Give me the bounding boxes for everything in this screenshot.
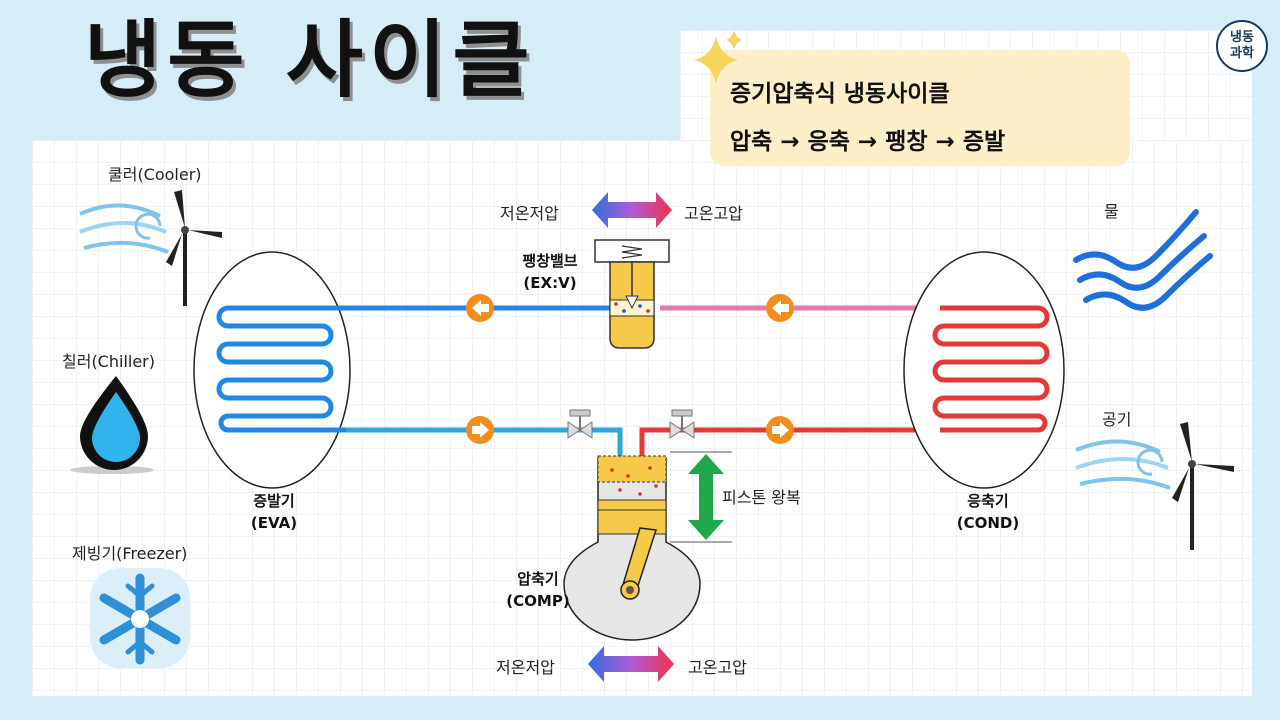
summary-note: 증기압축식 냉동사이클 압축 → 응축 → 팽창 → 증발: [710, 50, 1130, 166]
compressor-abbr: (COMP): [506, 592, 570, 610]
condenser-label: 응축기 (COND): [938, 490, 1038, 534]
pipe-evaporator-to-compressor: [346, 427, 623, 460]
water-waves-icon: [1073, 209, 1213, 311]
condenser-abbr: (COND): [956, 514, 1020, 532]
note-line-1: 증기압축식 냉동사이클: [730, 81, 950, 107]
page-title: 냉동 사이클: [84, 11, 536, 109]
cooler-fan-icon: [79, 190, 222, 306]
water-label: 물: [1104, 202, 1119, 221]
air-fan-icon: [1075, 422, 1234, 550]
evaporator-name: 증발기: [253, 492, 295, 510]
badge-line-2: 과학: [1230, 46, 1254, 61]
flow-arrow-right-2: [766, 416, 794, 444]
piston-stroke-arrow: [670, 451, 732, 543]
sparkle-icon: [694, 30, 742, 84]
cooler-label: 쿨러(Cooler): [108, 165, 202, 184]
expansion-valve-abbr: (EX:V): [523, 274, 577, 292]
channel-badge: 냉동 과학: [1216, 20, 1268, 72]
badge-line-1: 냉동: [1230, 30, 1254, 45]
pressure-arrow-top: [592, 192, 672, 228]
snowflake-icon: [90, 568, 190, 668]
flow-arrow-left-1: [466, 294, 494, 322]
flow-arrow-left-2: [766, 294, 794, 322]
expansion-valve-label: 팽창밸브 (EX:V): [500, 250, 600, 294]
pipe-compressor-to-condenser: [639, 427, 940, 460]
chiller-label: 칠러(Chiller): [62, 352, 155, 371]
pressure-top-high: 고온고압: [684, 204, 743, 223]
compressor: [563, 455, 701, 641]
compressor-label: 압축기 (COMP): [488, 568, 588, 612]
compressor-name: 압축기: [517, 570, 559, 588]
condenser: [903, 251, 1065, 489]
pressure-arrow-bottom: [588, 646, 674, 682]
condenser-name: 응축기: [967, 492, 1009, 510]
service-valve-icon: [567, 409, 593, 439]
pressure-top-low: 저온저압: [500, 204, 559, 223]
service-valve-icon: [669, 409, 695, 439]
freezer-label: 제빙기(Freezer): [72, 544, 188, 563]
flow-arrow-right-1: [466, 416, 494, 444]
note-line-2: 압축 → 응축 → 팽창 → 증발: [730, 129, 1006, 155]
evaporator: [193, 251, 351, 489]
piston-label: 피스톤 왕복: [722, 488, 801, 507]
water-drop-icon: [70, 376, 154, 474]
air-label: 공기: [1102, 410, 1132, 429]
pressure-bottom-low: 저온저압: [496, 658, 555, 677]
expansion-valve-name: 팽창밸브: [522, 252, 578, 270]
evaporator-abbr: (EVA): [250, 514, 298, 532]
pressure-bottom-high: 고온고압: [688, 658, 747, 677]
evaporator-label: 증발기 (EVA): [224, 490, 324, 534]
expansion-valve: [594, 239, 670, 349]
